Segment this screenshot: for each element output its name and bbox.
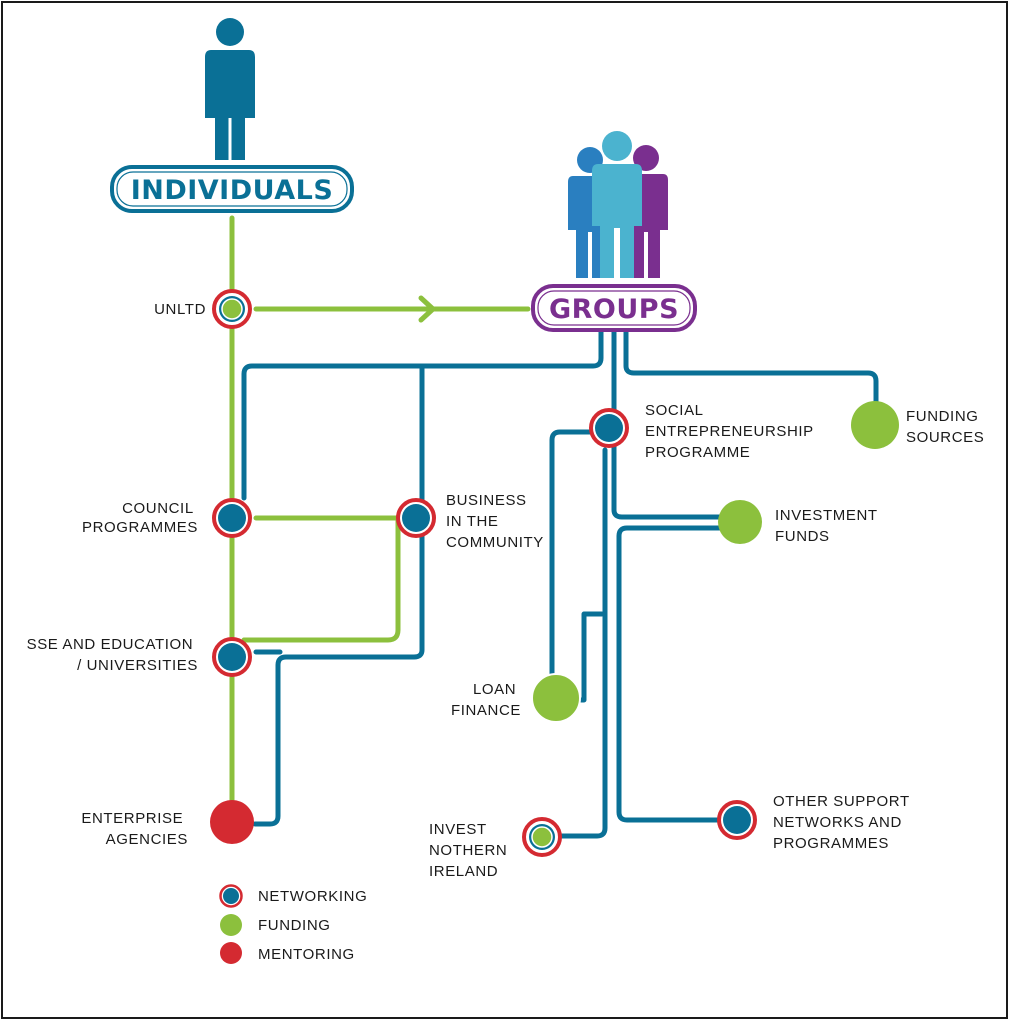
council-to-bitc-line: [241, 515, 401, 643]
label-unltd: UNLTD: [154, 301, 206, 318]
node-bitc: [396, 498, 436, 538]
loan-left-line: [549, 429, 601, 679]
legend-funding-label: FUNDING: [258, 917, 331, 934]
individual-person-icon: [205, 18, 255, 160]
label-other: OTHER SUPPORT NETWORKS AND PROGRAMMES: [773, 793, 914, 852]
legend-mentoring: MENTORING: [220, 942, 355, 964]
label-enterprise: ENTERPRISE AGENCIES: [81, 810, 188, 848]
label-funding-sources: FUNDING SOURCES: [906, 408, 984, 446]
label-loan: LOAN FINANCE: [451, 681, 521, 719]
label-social: SOCIAL ENTREPRENEURSHIP PROGRAMME: [645, 402, 818, 461]
node-enterprise: [210, 800, 254, 844]
node-invest-ni: [522, 817, 562, 857]
node-other: [717, 800, 757, 840]
legend-funding: FUNDING: [220, 914, 331, 936]
node-sse: [212, 637, 252, 677]
loan-right-line: [577, 611, 605, 703]
legend-mentoring-label: MENTORING: [258, 946, 355, 963]
node-loan: [531, 673, 581, 723]
bitc-drop-line: [252, 363, 425, 827]
investment-branch-line: [616, 525, 725, 823]
individuals-title: INDIVIDUALS: [110, 165, 354, 213]
group-people-icon: [568, 131, 668, 278]
label-sse: SSE AND EDUCATION / UNIVERSITIES: [27, 636, 198, 674]
networking-connectors: [241, 327, 879, 839]
legend: NETWORKING FUNDING MENTORING: [219, 884, 367, 964]
label-bitc: BUSINESS IN THE COMMUNITY: [446, 492, 544, 551]
node-investment: [718, 500, 762, 544]
arrow-head: [418, 295, 436, 323]
individuals-title-text: INDIVIDUALS: [131, 175, 334, 206]
label-council: COUNCIL PROGRAMMES: [82, 500, 198, 536]
groups-title-text: GROUPS: [549, 294, 679, 325]
legend-networking: NETWORKING: [219, 884, 367, 908]
node-unltd: [212, 289, 252, 329]
node-social: [589, 408, 629, 448]
node-funding-sources: [851, 401, 899, 449]
groups-to-funding-line: [623, 327, 879, 405]
label-investment: INVESTMENT FUNDS: [775, 507, 882, 545]
legend-networking-label: NETWORKING: [258, 888, 367, 905]
social-trunk-line: [611, 327, 725, 520]
groups-title: GROUPS: [531, 284, 697, 332]
node-council: [212, 498, 252, 538]
investni-line: [559, 447, 608, 839]
label-invest-ni: INVEST NOTHERN IRELAND: [429, 821, 512, 880]
